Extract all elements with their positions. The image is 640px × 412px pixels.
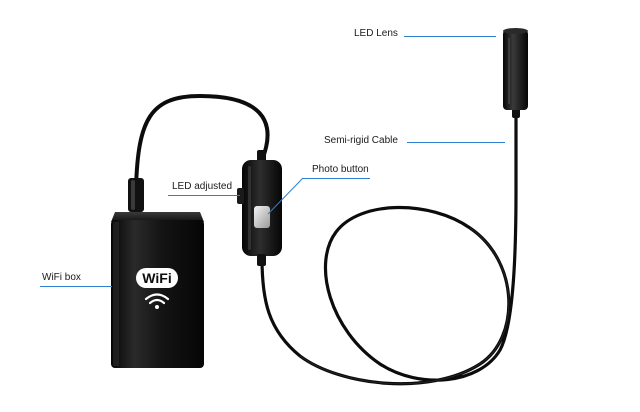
led-dial — [237, 188, 244, 204]
callout-photo-button: Photo button — [312, 164, 369, 175]
wifi-logo — [136, 268, 178, 288]
usb-cable — [134, 93, 270, 190]
leader-line-photo-button — [302, 178, 370, 179]
control-unit-strain-bottom — [257, 254, 266, 266]
callout-semi-rigid-cable: Semi-rigid Cable — [324, 135, 398, 146]
callout-wifi-box: WiFi box — [42, 272, 81, 283]
probe-cable-coil — [260, 108, 518, 386]
usb-plug — [128, 178, 144, 212]
wifi-box-top — [111, 212, 204, 222]
photo-button — [254, 206, 270, 228]
leader-line-semi-rigid-cable — [407, 142, 505, 143]
leader-line-wifi-box — [40, 286, 112, 287]
wifi-logo-text: WiFi — [142, 270, 171, 286]
probe-head — [503, 30, 528, 110]
leader-line-led-lens — [404, 36, 496, 37]
wifi-signal-icon — [144, 293, 170, 305]
leader-line-led-adjusted — [168, 195, 240, 196]
callout-led-adjusted: LED adjusted — [172, 181, 233, 192]
led-lens — [503, 28, 528, 34]
callout-led-lens: LED Lens — [354, 28, 398, 39]
